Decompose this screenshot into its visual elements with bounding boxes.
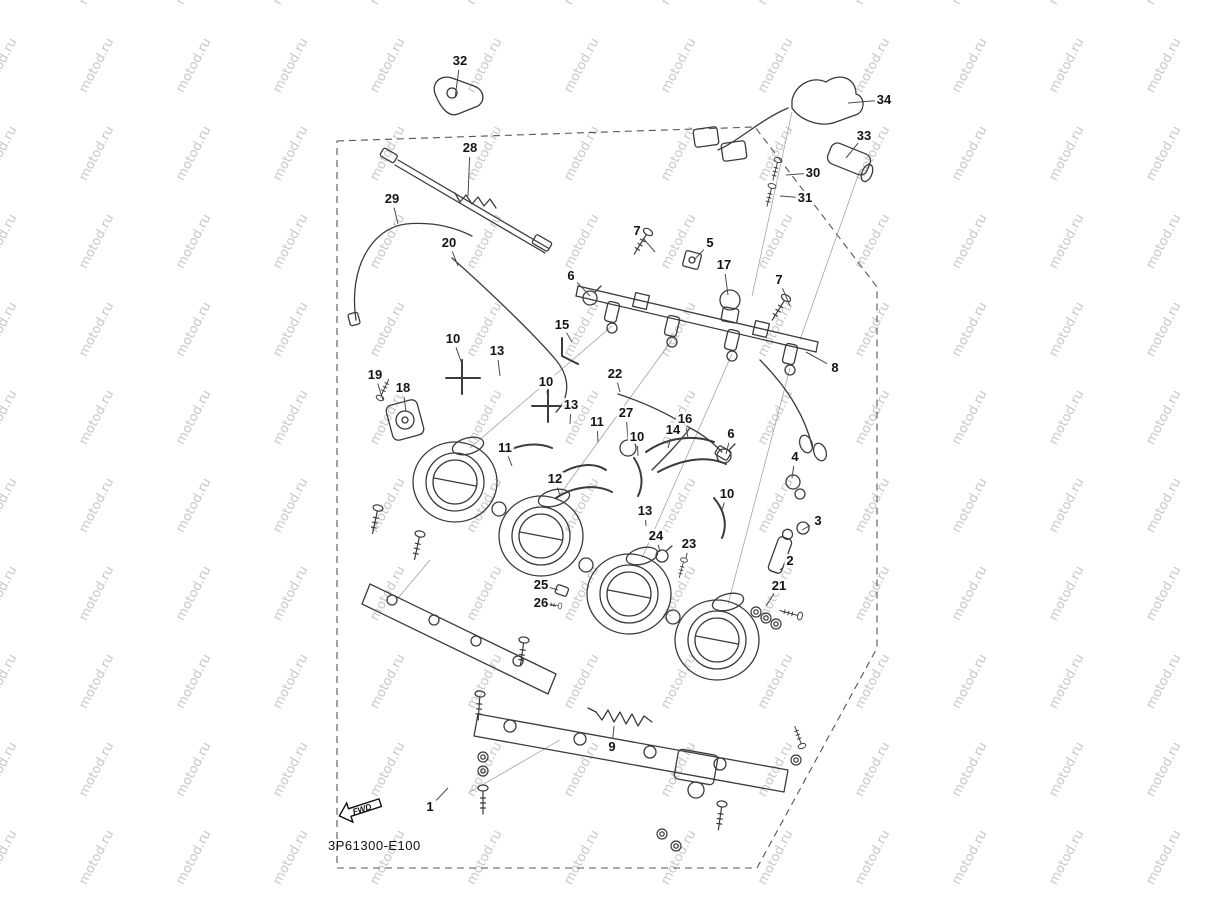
sensor-18 [385,399,425,441]
fwd-label: FWD [351,801,373,816]
bracket-32 [433,76,484,116]
assembly-lines [397,111,861,793]
hose-29 [347,222,473,327]
fwd-marker: FWD [334,790,387,834]
spring-9 [587,707,653,727]
throttle-cable [379,147,553,254]
bracket-plate [361,503,557,721]
manifold-plate [473,713,808,852]
sensor-17 [719,289,741,311]
throttle-bodies [412,436,760,681]
bottom-linkage [673,748,719,799]
mid-small-parts [543,545,689,610]
vacuum-hoses [445,337,727,539]
fuel-rail [575,226,819,376]
fuel-injectors [603,300,799,376]
fwd-arrow-icon: FWD [338,797,383,824]
diagram-code: 3P61300-E100 [328,838,421,853]
hose-20 [451,257,568,413]
